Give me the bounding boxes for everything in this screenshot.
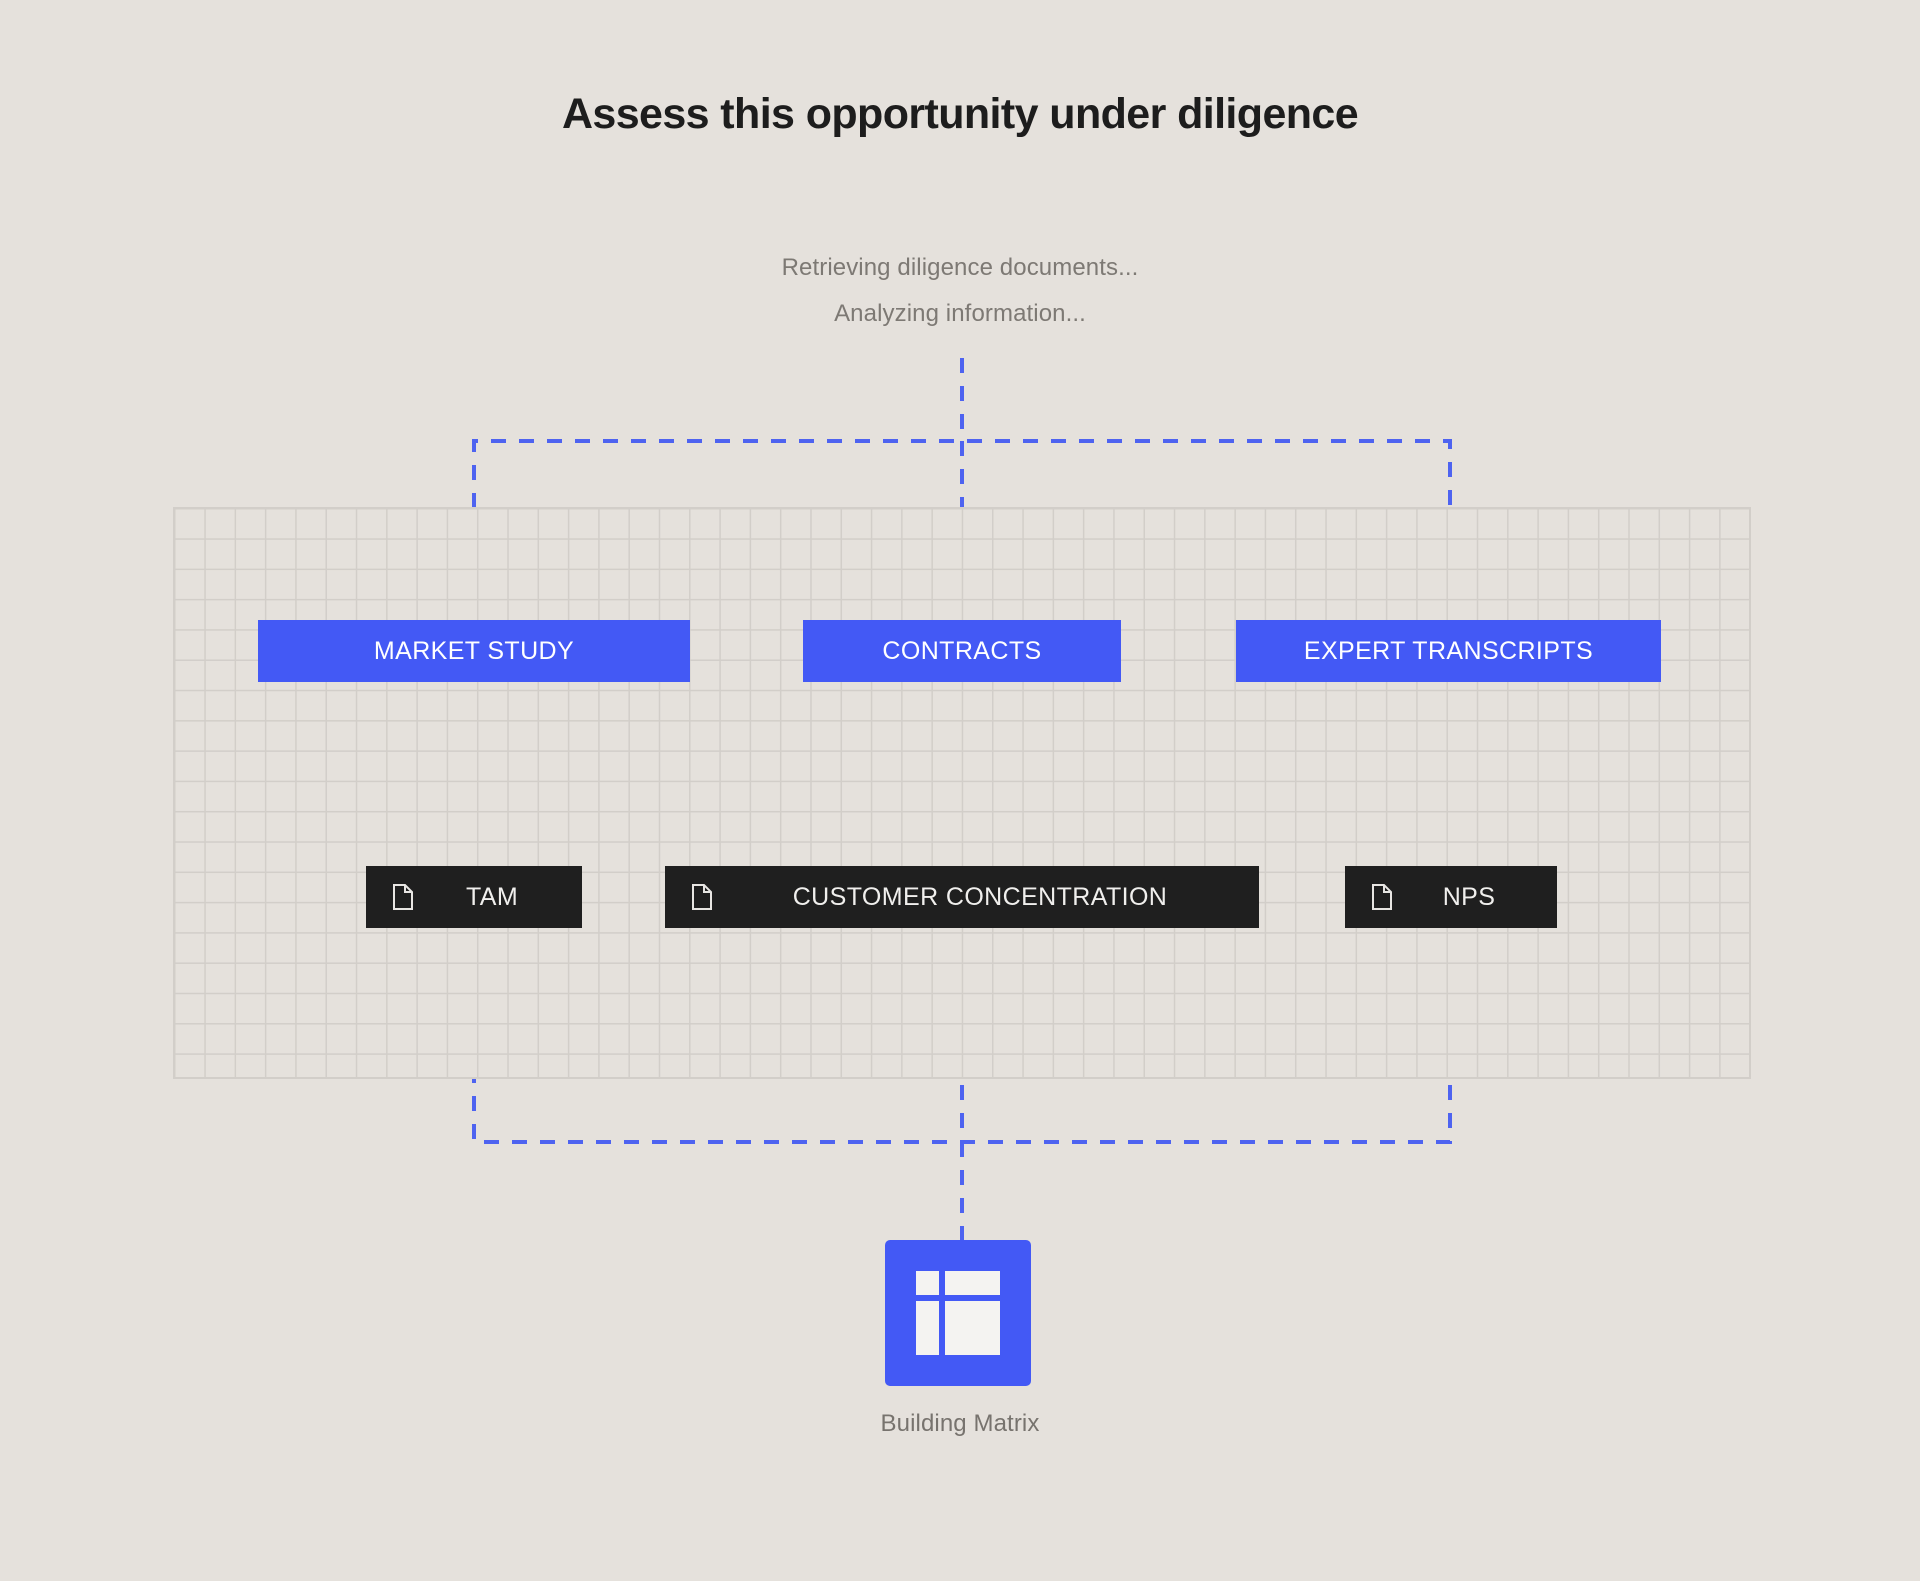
status-line-analyzing: Analyzing information... xyxy=(834,300,1086,327)
document-label: TAM xyxy=(465,882,519,911)
matrix-caption: Building Matrix xyxy=(880,1410,1040,1437)
page-title: Assess this opportunity under diligence xyxy=(561,90,1359,138)
document-chip-customer-concentration[interactable]: CUSTOMER CONCENTRATION xyxy=(665,866,1259,928)
grid-bottom-edge xyxy=(173,1077,1751,1079)
file-icon xyxy=(692,884,712,910)
matrix-output-node[interactable] xyxy=(885,1240,1031,1386)
category-label: EXPERT TRANSCRIPTS xyxy=(1303,636,1594,665)
document-label: NPS xyxy=(1442,882,1496,911)
grid-right-edge xyxy=(1749,507,1751,1079)
category-box-contracts[interactable]: CONTRACTS xyxy=(803,620,1121,682)
file-icon xyxy=(393,884,413,910)
category-label: CONTRACTS xyxy=(882,636,1042,665)
document-chip-nps[interactable]: NPS xyxy=(1345,866,1557,928)
document-label: CUSTOMER CONCENTRATION xyxy=(792,882,1168,911)
status-line-retrieving: Retrieving diligence documents... xyxy=(781,254,1139,281)
category-box-expert-transcripts[interactable]: EXPERT TRANSCRIPTS xyxy=(1236,620,1661,682)
matrix-icon xyxy=(916,1271,1000,1355)
document-chip-tam[interactable]: TAM xyxy=(366,866,582,928)
category-box-market-study[interactable]: MARKET STUDY xyxy=(258,620,690,682)
grid-background xyxy=(173,507,1751,1079)
file-icon xyxy=(1372,884,1392,910)
status-messages: Retrieving diligence documents... Analyz… xyxy=(0,245,1920,337)
category-label: MARKET STUDY xyxy=(373,636,575,665)
